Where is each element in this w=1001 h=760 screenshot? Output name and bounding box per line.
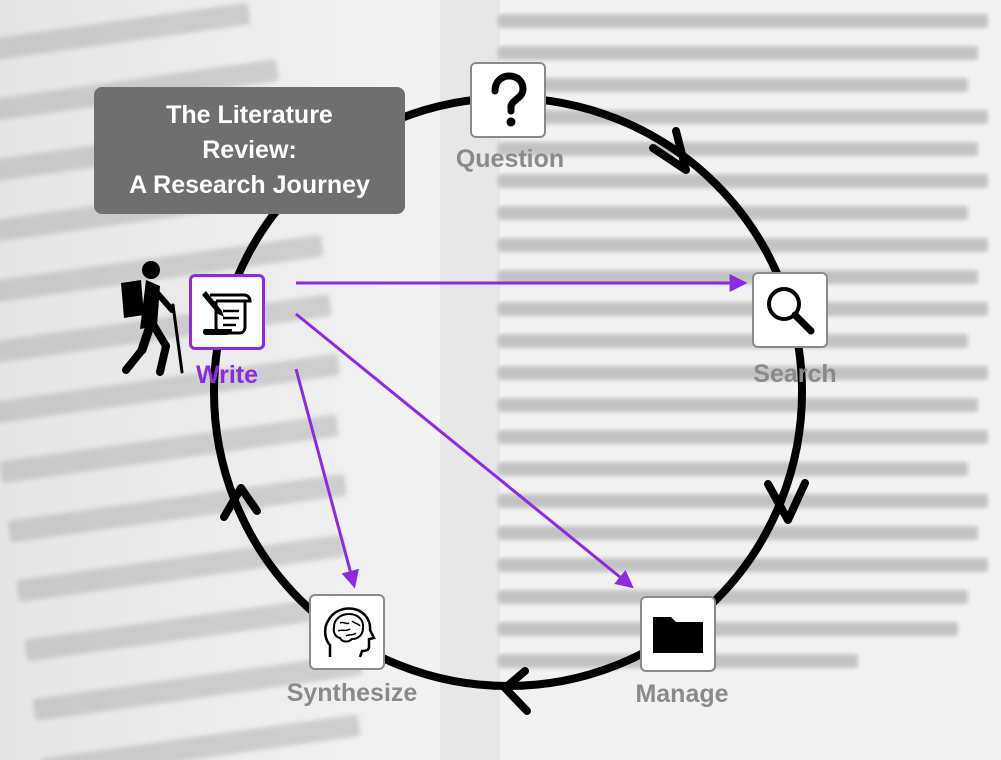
stage-question[interactable] (470, 62, 546, 138)
cycle-arrow-search-manage (764, 479, 809, 524)
arrow-write-to-synthesize (294, 368, 359, 589)
hiker-icon (121, 261, 184, 376)
stage-label-write: Write (195, 361, 259, 389)
cycle-arrow-manage-synthesize (501, 667, 531, 715)
title-line-3: A Research Journey (129, 171, 370, 199)
magnifier-icon (767, 287, 815, 335)
writing-scroll-icon (202, 291, 252, 335)
stage-label-question: Question (455, 145, 565, 173)
arrow-write-to-manage (295, 312, 634, 589)
stage-write[interactable] (189, 274, 265, 350)
stage-label-synthesize: Synthesize (286, 679, 418, 707)
stage-synthesize[interactable] (309, 594, 385, 670)
stage-label-manage: Manage (635, 680, 729, 708)
stage-search[interactable] (752, 272, 828, 348)
folder-icon (653, 617, 703, 653)
cycle-arrow-synthesize-write (220, 484, 261, 521)
brain-head-icon (324, 607, 376, 658)
title-line-1: The Literature (166, 101, 333, 129)
title-box: The Literature Review: A Research Journe… (94, 87, 405, 214)
stage-manage[interactable] (640, 596, 716, 672)
stage-label-search: Search (753, 360, 837, 388)
cycle-arrow-question-search (649, 127, 690, 174)
title-line-2: Review: (202, 136, 297, 164)
question-mark-icon (491, 72, 527, 127)
